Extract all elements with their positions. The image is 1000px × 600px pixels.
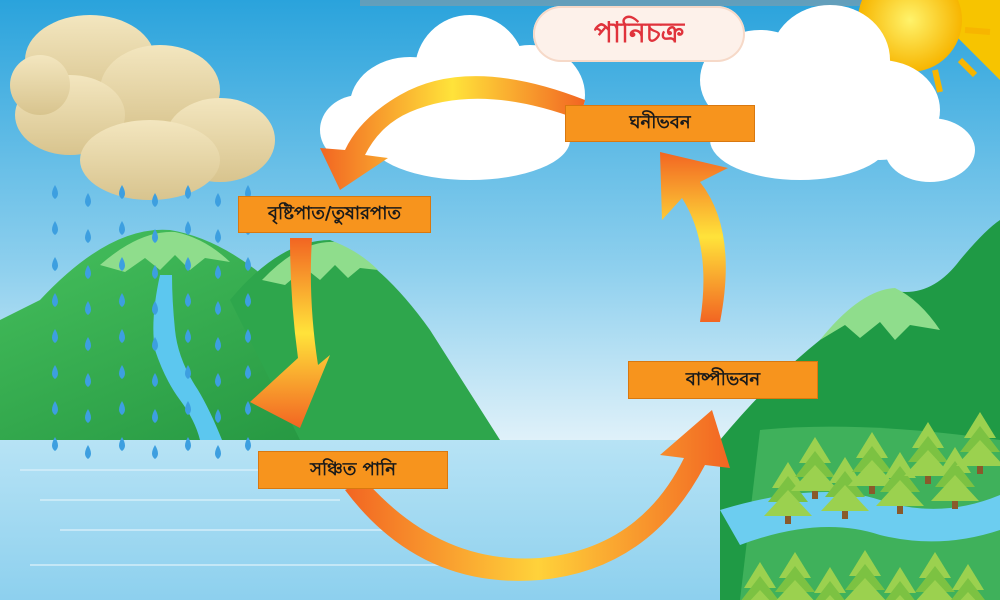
raindrop-icon (245, 257, 251, 271)
tree-group (741, 412, 1000, 600)
raindrop-icon (185, 221, 191, 235)
raindrop-icon (215, 229, 221, 243)
raindrop-icon (85, 337, 91, 351)
raindrop-icon (152, 373, 158, 387)
raindrop-icon (185, 329, 191, 343)
raindrop-icon (119, 401, 125, 415)
raindrop-icon (152, 445, 158, 459)
tree-icon (791, 437, 839, 499)
raindrop-icon (119, 293, 125, 307)
raindrop-icon (52, 401, 58, 415)
tree-icon (814, 567, 846, 600)
tree-icon (775, 552, 815, 600)
raindrop-icon (185, 185, 191, 199)
raindrop-icon (119, 185, 125, 199)
raindrop-icon (119, 365, 125, 379)
raindrop-icon (85, 193, 91, 207)
raindrop-icon (152, 229, 158, 243)
cloud-top-right (700, 5, 975, 182)
raindrop-icon (245, 293, 251, 307)
raindrop-icon (85, 445, 91, 459)
raindrop-icon (85, 409, 91, 423)
raindrop-icon (85, 265, 91, 279)
arrow-evaporation-to-condensation (660, 152, 728, 322)
raindrop-icon (245, 329, 251, 343)
raindrop-icon (185, 365, 191, 379)
raindrop-icon (52, 293, 58, 307)
raindrop-icon (185, 437, 191, 451)
raindrop-icon (52, 365, 58, 379)
tree-icon (904, 422, 952, 484)
raindrop-icon (185, 401, 191, 415)
tree-icon (844, 550, 886, 600)
raindrop-icon (215, 409, 221, 423)
arrow-condensation-to-precipitation (320, 76, 585, 190)
tree-icon (956, 412, 1000, 474)
raindrop-icon (185, 293, 191, 307)
raindrop-icon (245, 401, 251, 415)
raindrop-icon (185, 257, 191, 271)
raindrop-icon (85, 373, 91, 387)
raindrop-icon (52, 185, 58, 199)
raindrop-icon (245, 185, 251, 199)
raindrop-icon (215, 445, 221, 459)
label-collection: সঞ্চিত পানি (258, 451, 448, 489)
raindrop-icon (215, 265, 221, 279)
diagram-title: পানিচক্র (533, 6, 745, 62)
raindrop-icon (152, 193, 158, 207)
arrow-collection-to-evaporation (345, 410, 730, 581)
tree-icon (884, 567, 916, 600)
raindrop-icon (52, 257, 58, 271)
raindrop-icon (119, 437, 125, 451)
raindrop-icon (245, 365, 251, 379)
raindrop-icon (85, 229, 91, 243)
label-precipitation: বৃষ্টিপাত/তুষারপাত (238, 196, 431, 233)
raindrop-icon (52, 329, 58, 343)
tree-icon (876, 452, 924, 514)
tree-icon (931, 447, 979, 509)
raindrop-icon (52, 221, 58, 235)
raindrop-icon (215, 301, 221, 315)
raindrop-icon (52, 437, 58, 451)
raindrop-icon (119, 221, 125, 235)
label-condensation: ঘনীভবন (565, 105, 755, 142)
raindrop-icon (152, 301, 158, 315)
raindrop-icon (215, 337, 221, 351)
raindrop-icon (152, 409, 158, 423)
raindrop-icon (245, 437, 251, 451)
rain-cloud-icon (10, 15, 275, 200)
raindrop-icon (152, 265, 158, 279)
raindrop-icon (215, 193, 221, 207)
arrow-precipitation-to-collection (250, 238, 330, 428)
label-evaporation: বাষ্পীভবন (628, 361, 818, 399)
raindrop-icon (215, 373, 221, 387)
raindrop-icon (119, 329, 125, 343)
tree-icon (764, 462, 812, 524)
tree-icon (821, 457, 869, 519)
raindrop-icon (152, 337, 158, 351)
tree-icon (951, 564, 985, 600)
tree-icon (915, 552, 955, 600)
tree-icon (741, 562, 779, 600)
tree-icon (848, 432, 896, 494)
raindrop-icon (119, 257, 125, 271)
raindrop-icon (85, 301, 91, 315)
